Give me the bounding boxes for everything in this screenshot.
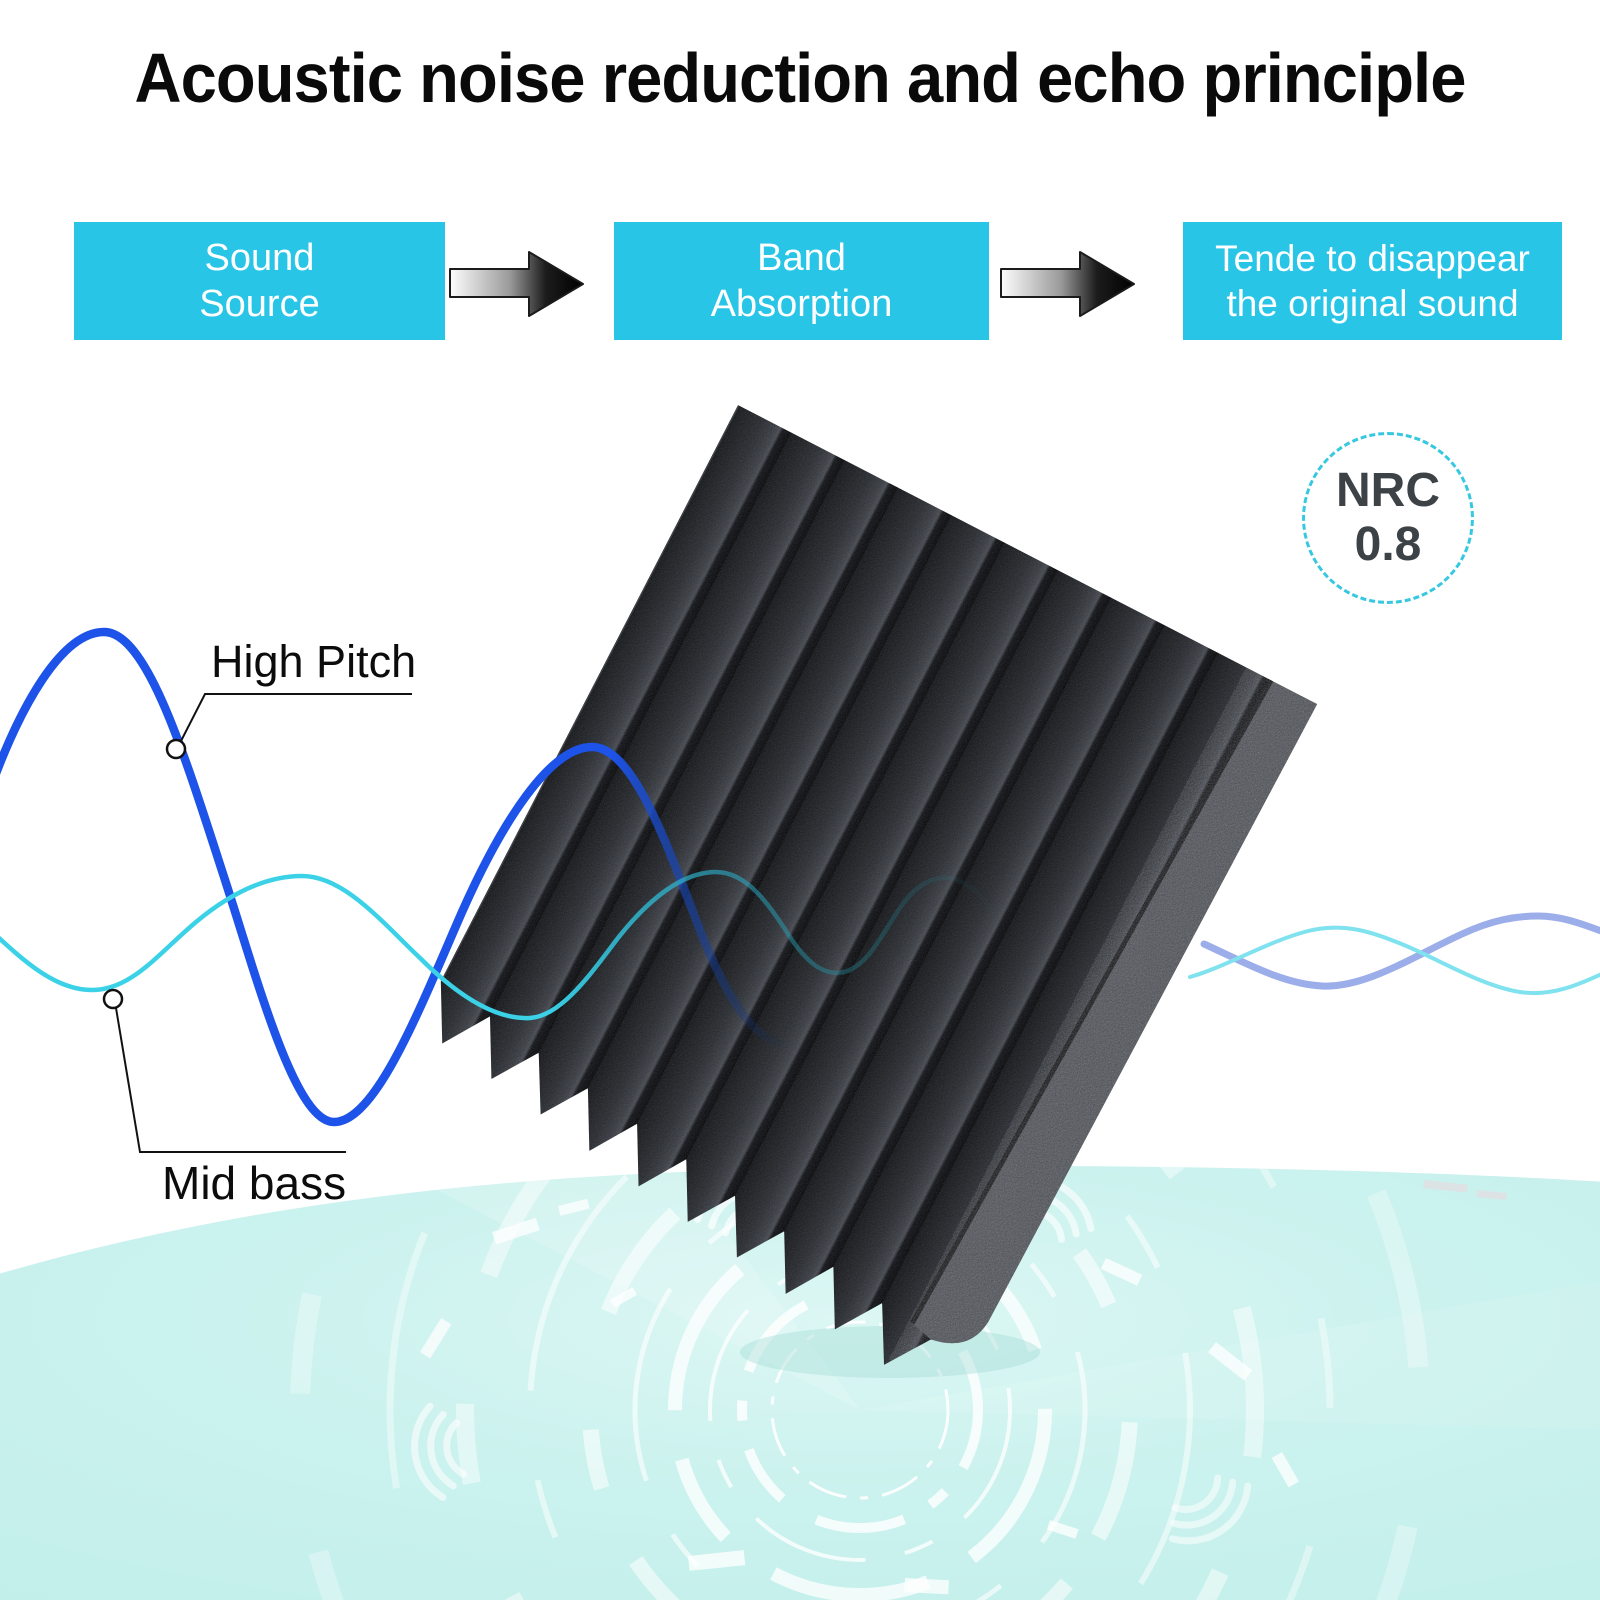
- splash-blob: [0, 1165, 1600, 1600]
- attenuated-blue-wave: [1200, 912, 1600, 990]
- flow-step-label-line: Band: [757, 236, 846, 279]
- nrc-badge-label: NRC: [1336, 464, 1440, 518]
- high-pitch-label: High Pitch: [211, 636, 417, 687]
- mid-bass-label: Mid bass: [162, 1157, 347, 1209]
- high-pitch-leader-line: [165, 693, 412, 760]
- nrc-badge-value: 0.8: [1354, 518, 1422, 571]
- hud-rings: [290, 1165, 1600, 1600]
- mid-bass-wave: [0, 869, 1003, 1021]
- flow-arrow-2-icon: [1000, 251, 1135, 317]
- high-pitch-wave: [0, 627, 793, 1127]
- flow-step-label-line: the original sound: [1226, 283, 1519, 324]
- nrc-badge: NRC 0.8: [1302, 432, 1474, 604]
- faint-ticks: [1423, 1179, 1507, 1201]
- page-title: Acoustic noise reduction and echo princi…: [134, 39, 1467, 117]
- flow-step-label-line: Tende to disappear: [1215, 237, 1530, 279]
- attenuated-cyan-wave: [1188, 925, 1600, 995]
- flow-step-label-line: Sound: [204, 236, 315, 279]
- flow-step-label-line: Absorption: [710, 283, 893, 325]
- flow-step-sound-source: Sound Source: [74, 222, 445, 340]
- mid-bass-leader-line: [102, 988, 346, 1153]
- flow-step-band-absorption: Band Absorption: [614, 222, 989, 340]
- flow-step-disappear: Tende to disappear the original sound: [1183, 222, 1562, 340]
- flow-step-label-line: Source: [199, 283, 320, 325]
- flow-arrow-1-icon: [449, 251, 584, 317]
